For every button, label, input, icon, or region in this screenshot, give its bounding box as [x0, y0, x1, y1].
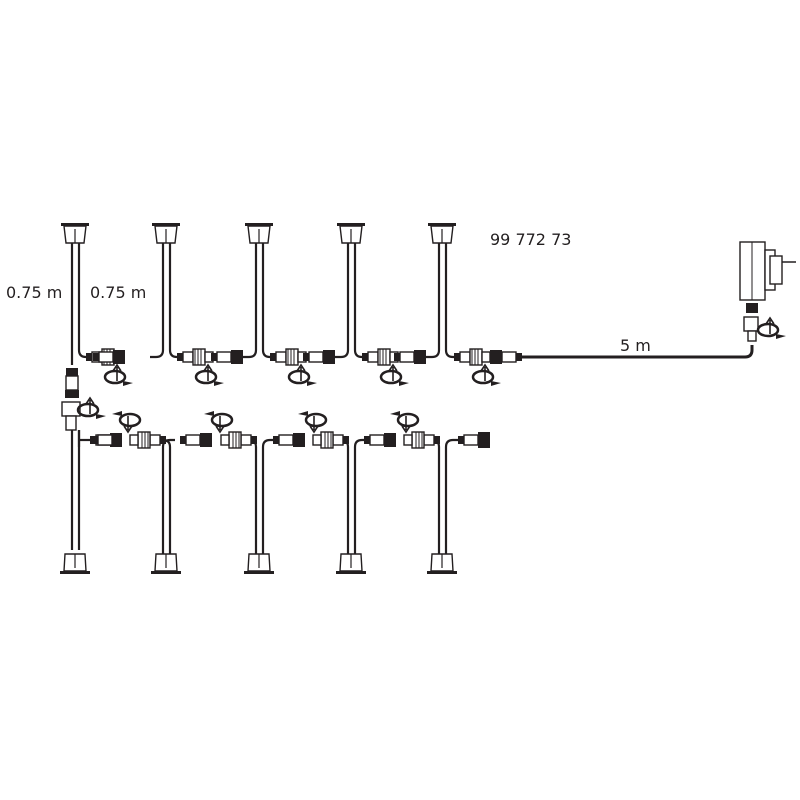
- left-trunk: [61, 368, 108, 550]
- lamp-icon: [426, 553, 458, 575]
- bottom-row-lamps: [59, 430, 458, 575]
- feed-cable: [522, 345, 754, 359]
- lamp-cable-length-label-1: 0.75 m: [6, 283, 63, 302]
- bottom-row-connectors: [79, 409, 490, 449]
- lamp-icon: [336, 222, 366, 244]
- lamp-icon: [151, 222, 181, 244]
- lamp-icon: [60, 222, 90, 244]
- lamp-icon: [244, 222, 274, 244]
- power-adapter-icon: [739, 241, 796, 342]
- lamp-icon: [335, 553, 367, 575]
- top-row-lamps: [60, 222, 457, 365]
- top-row-connectors: [85, 348, 523, 388]
- lamp-icon: [59, 553, 91, 575]
- lamp-icon: [243, 553, 275, 575]
- lamp-cable-length-label-2: 0.75 m: [90, 283, 147, 302]
- lamp-icon: [427, 222, 457, 244]
- product-code: 99 772 73: [490, 230, 572, 249]
- lamp-icon: [150, 553, 182, 575]
- feed-cable-length-label: 5 m: [620, 336, 651, 355]
- end-cap: [458, 432, 490, 448]
